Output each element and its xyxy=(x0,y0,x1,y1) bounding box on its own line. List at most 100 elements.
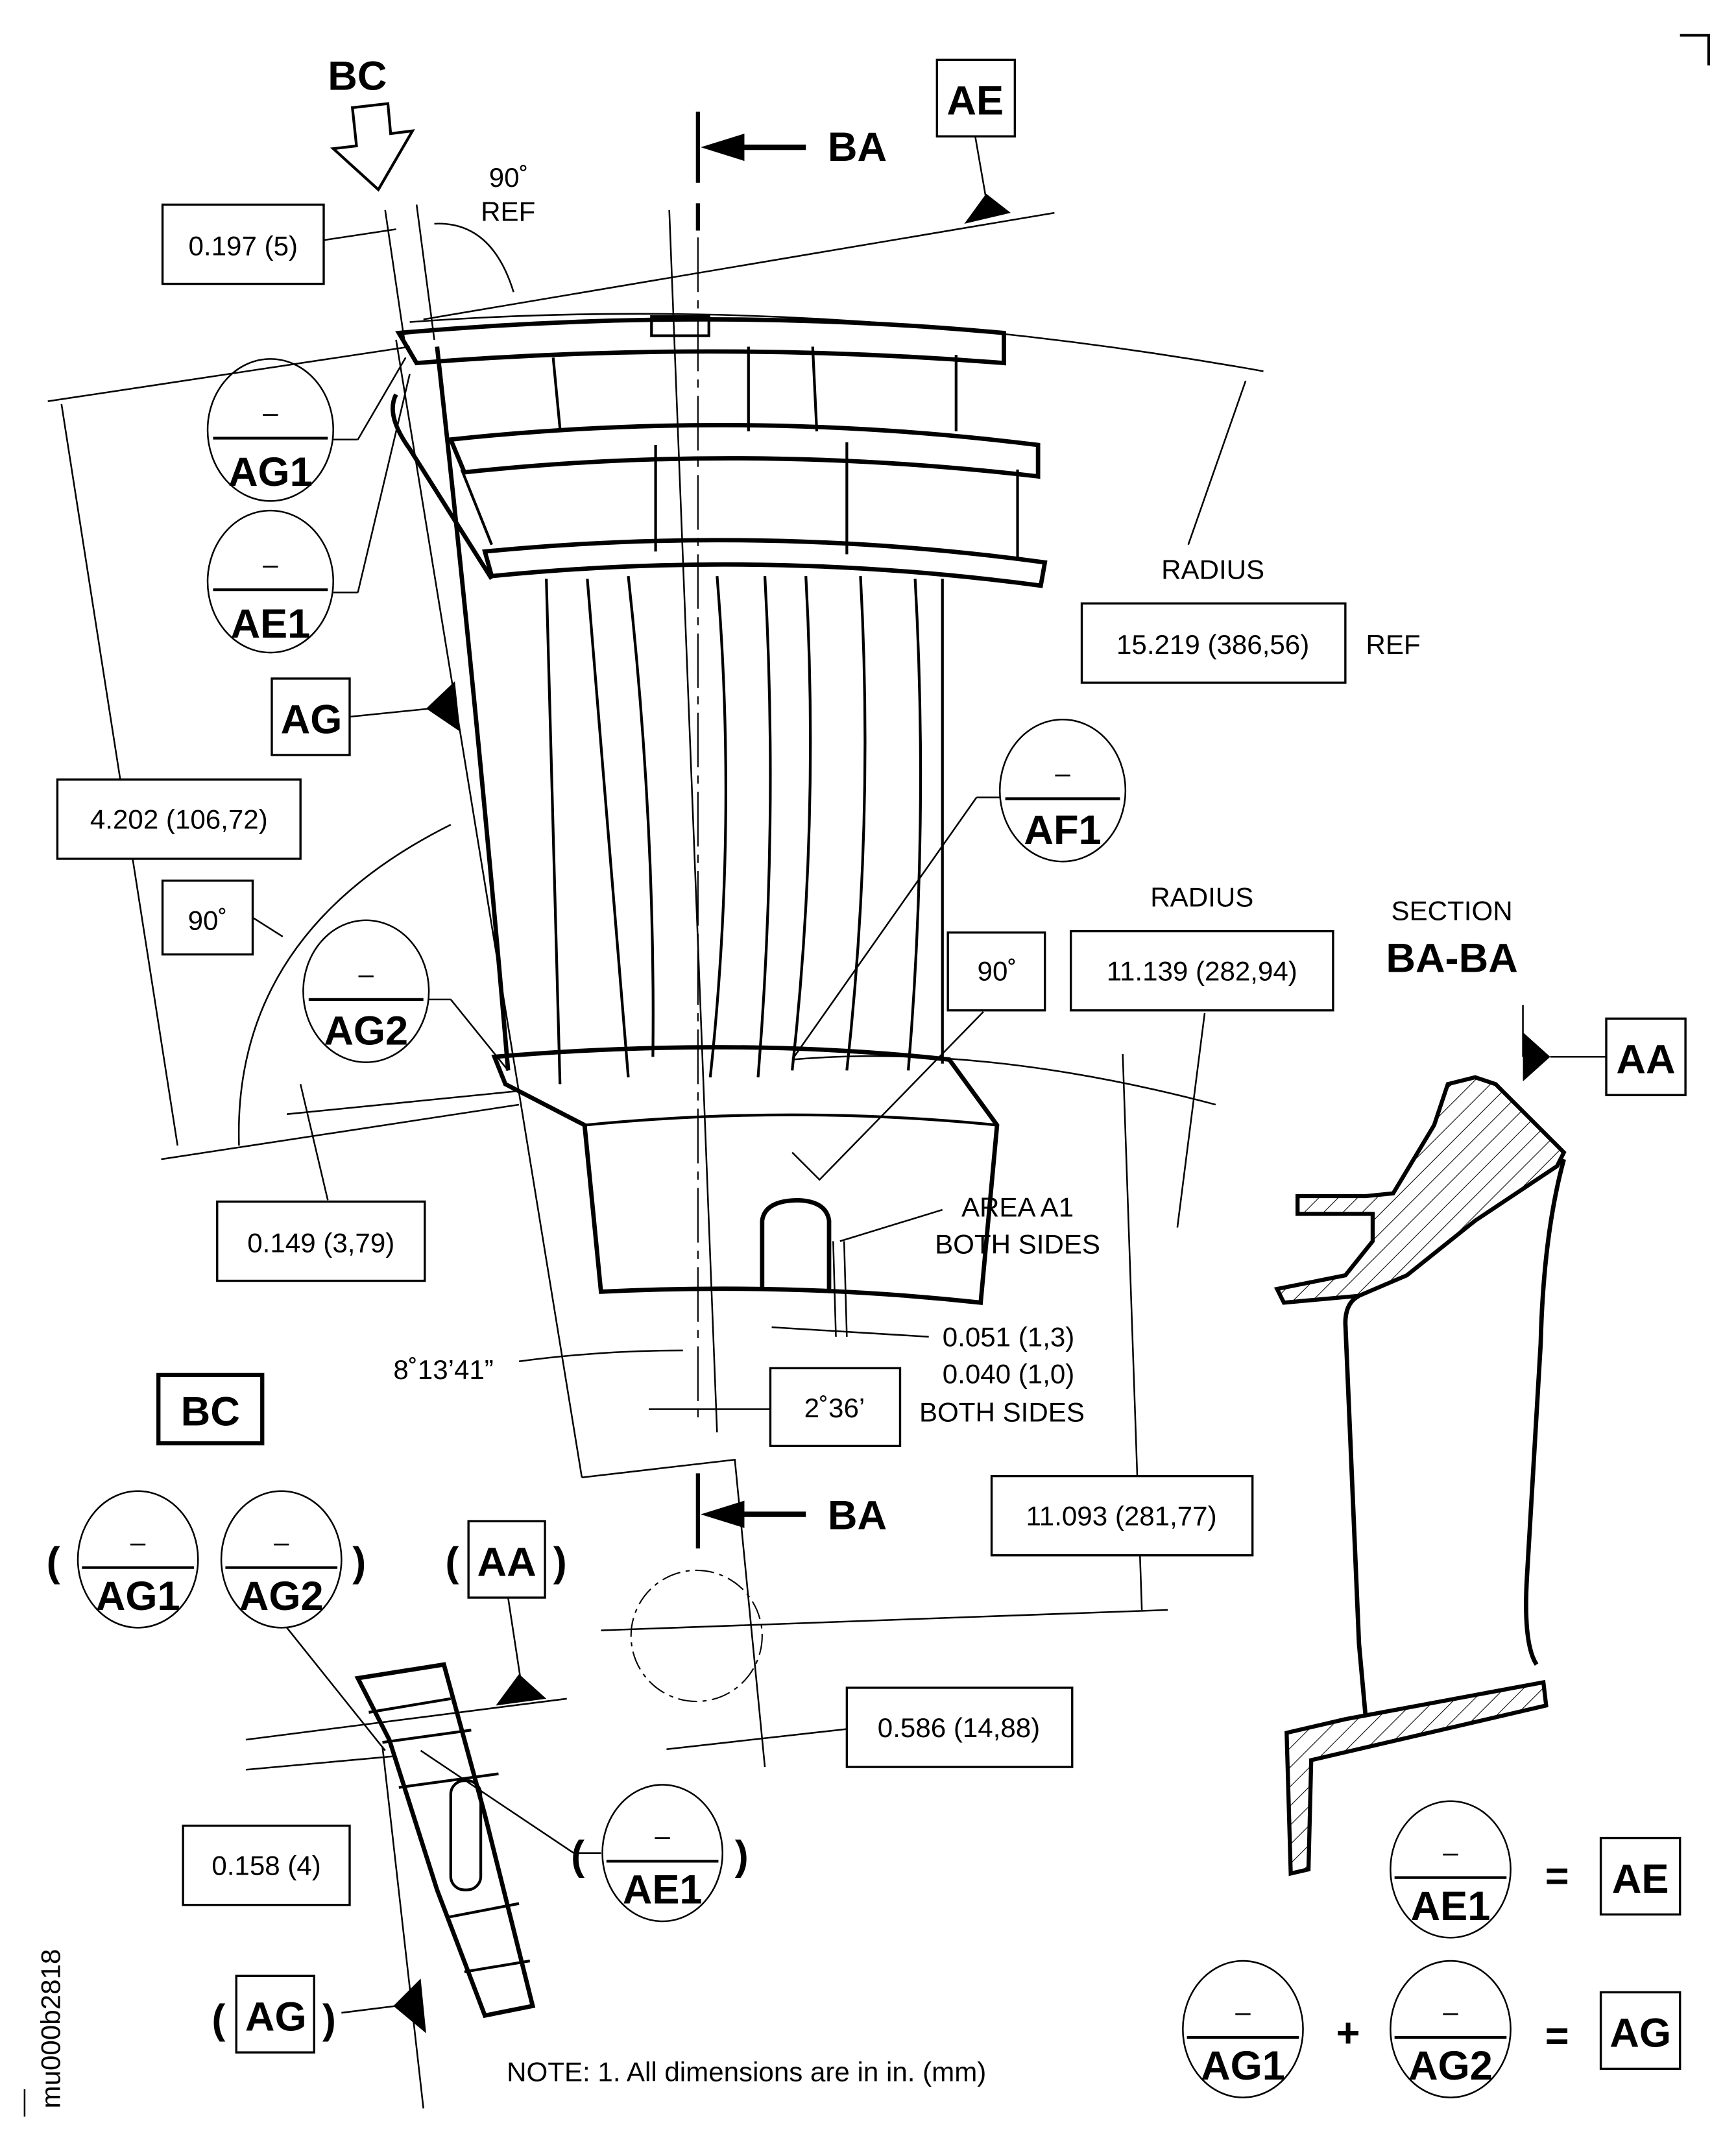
pin-hole-circle xyxy=(630,1569,763,1703)
svg-text:BA: BA xyxy=(828,1493,887,1539)
svg-text:–: – xyxy=(263,549,278,579)
svg-text:BC: BC xyxy=(181,1389,240,1435)
svg-text:AE1: AE1 xyxy=(230,601,310,647)
angle-90-left: 90˚ xyxy=(161,824,452,1146)
svg-text:2˚36’: 2˚36’ xyxy=(804,1393,865,1423)
svg-text:4.202 (106,72): 4.202 (106,72) xyxy=(90,804,268,835)
svg-text:): ) xyxy=(352,1539,366,1585)
svg-text:90˚: 90˚ xyxy=(489,162,529,193)
svg-text:SECTION: SECTION xyxy=(1392,896,1513,926)
section-ba-ba: SECTION BA-BA AA xyxy=(1273,896,1687,1877)
svg-text:AREA A1: AREA A1 xyxy=(961,1192,1074,1223)
svg-text:AG1: AG1 xyxy=(228,450,313,495)
dimension-radius-outer: RADIUS 15.219 (386,56) REF xyxy=(409,313,1421,684)
datum-ag: AG xyxy=(271,677,461,756)
svg-text:AA: AA xyxy=(477,1539,536,1585)
svg-text:11.139 (282,94): 11.139 (282,94) xyxy=(1107,955,1297,986)
svg-text:0.149 (3,79): 0.149 (3,79) xyxy=(247,1227,394,1258)
svg-text:AE1: AE1 xyxy=(1411,1884,1491,1929)
svg-text:REF: REF xyxy=(481,197,535,227)
svg-text:–: – xyxy=(655,1820,670,1851)
svg-text:AA: AA xyxy=(1616,1037,1675,1083)
dimension-0197: 0.197 (5) xyxy=(161,203,435,341)
svg-text:0.158 (4): 0.158 (4) xyxy=(211,1850,320,1880)
svg-text:(: ( xyxy=(47,1539,60,1585)
svg-text:): ) xyxy=(735,1833,749,1878)
svg-text:11.093 (281,77): 11.093 (281,77) xyxy=(1026,1500,1217,1531)
dimension-0586: 0.586 (14,88) xyxy=(666,1686,1074,1768)
legend-eq-ag: – AG1 + – AG2 = AG xyxy=(1182,1960,1682,2098)
datum-ae-top: AE xyxy=(423,58,1055,320)
dimension-radius-inner: RADIUS 11.139 (282,94) xyxy=(792,882,1334,1228)
svg-text:AE: AE xyxy=(946,78,1004,124)
svg-text:–: – xyxy=(1235,1997,1251,2027)
svg-text:90˚: 90˚ xyxy=(188,905,228,935)
svg-text:+: + xyxy=(1336,2011,1360,2056)
svg-text:(: ( xyxy=(211,1997,225,2043)
svg-text:0.051 (1,3): 0.051 (1,3) xyxy=(943,1322,1075,1352)
svg-text:8˚13’41”: 8˚13’41” xyxy=(393,1354,493,1385)
angle-90-ref: 90˚ REF xyxy=(434,162,535,293)
svg-text:AG1: AG1 xyxy=(96,1574,180,1619)
svg-text:RADIUS: RADIUS xyxy=(1150,882,1253,913)
svg-text:=: = xyxy=(1545,2013,1569,2059)
view-arrow-bc: BC xyxy=(328,54,415,192)
datum-target-af1: – AF1 xyxy=(791,718,1127,1061)
svg-text:BA-BA: BA-BA xyxy=(1386,936,1517,981)
corner-mark-top-right xyxy=(1680,34,1710,66)
svg-text:REF: REF xyxy=(1366,629,1420,660)
svg-text:BOTH SIDES: BOTH SIDES xyxy=(935,1229,1100,1259)
svg-text:–: – xyxy=(130,1526,146,1557)
svg-text:AF1: AF1 xyxy=(1024,808,1101,853)
svg-text:AG: AG xyxy=(1609,2011,1671,2056)
svg-text:–: – xyxy=(1443,1836,1458,1867)
svg-text:AE: AE xyxy=(1612,1856,1669,1902)
svg-text:): ) xyxy=(553,1539,567,1585)
svg-text:15.219 (386,56): 15.219 (386,56) xyxy=(1116,629,1309,660)
dimension-0149: 0.149 (3,79) xyxy=(216,1084,520,1282)
svg-text:BOTH SIDES: BOTH SIDES xyxy=(919,1397,1085,1427)
section-cut-bottom: BA xyxy=(581,1458,887,1768)
svg-text:90˚: 90˚ xyxy=(978,955,1017,986)
svg-text:AE1: AE1 xyxy=(623,1867,703,1913)
svg-text:0.197 (5): 0.197 (5) xyxy=(189,230,298,261)
svg-text:–: – xyxy=(1443,1997,1458,2027)
datum-target-ae1: – AE1 xyxy=(206,374,411,654)
blade-centerline xyxy=(668,210,718,1433)
svg-text:AG2: AG2 xyxy=(324,1008,408,1053)
svg-text:(: ( xyxy=(445,1539,459,1585)
svg-text:BA: BA xyxy=(828,125,887,170)
svg-text:BC: BC xyxy=(328,54,387,99)
dimensions-note: NOTE: 1. All dimensions are in in. (mm) xyxy=(507,2056,986,2087)
svg-text:–: – xyxy=(263,397,278,427)
svg-text:AG: AG xyxy=(245,1994,307,2039)
svg-text:AG1: AG1 xyxy=(1201,2043,1285,2089)
svg-text:–: – xyxy=(1055,758,1070,788)
dimension-11093: 11.093 (281,77) xyxy=(601,1054,1254,1631)
svg-text:–: – xyxy=(359,959,374,989)
view-bc-group: ( – AG1 – AG2 ) ( AA ) 0.158 (4) ( – AE1… xyxy=(47,1490,749,2109)
angle-8-13-41: 8˚13’41” xyxy=(393,1349,683,1385)
angle-90-mid: 90˚ xyxy=(791,931,1046,1181)
svg-text:(: ( xyxy=(571,1833,585,1878)
view-label-bc: BC xyxy=(156,1373,265,1446)
svg-text:0.586 (14,88): 0.586 (14,88) xyxy=(878,1712,1040,1743)
datum-target-ag1: – AG1 xyxy=(206,357,407,502)
svg-text:): ) xyxy=(322,1997,336,2043)
dimension-slot-width: 0.051 (1,3) 0.040 (1,0) BOTH SIDES xyxy=(771,1322,1085,1427)
angle-2-36: 2˚36’ xyxy=(649,1367,902,1447)
area-a1-note: AREA A1 BOTH SIDES xyxy=(832,1192,1100,1337)
legend-eq-ae: – AE1 = AE xyxy=(1390,1800,1682,1939)
datum-target-ag2: – AG2 xyxy=(302,919,509,1072)
svg-text:0.040 (1,0): 0.040 (1,0) xyxy=(943,1358,1075,1389)
drawing-id: mu000b2818 xyxy=(36,1949,66,2109)
blade-main-view xyxy=(391,315,1048,1478)
svg-text:AG2: AG2 xyxy=(239,1574,324,1619)
svg-text:AG2: AG2 xyxy=(1408,2043,1493,2089)
svg-text:RADIUS: RADIUS xyxy=(1161,554,1264,584)
dimension-4202: 4.202 (106,72) xyxy=(47,346,520,1160)
svg-text:AG: AG xyxy=(281,697,343,742)
section-cut-top: BA xyxy=(695,112,887,231)
